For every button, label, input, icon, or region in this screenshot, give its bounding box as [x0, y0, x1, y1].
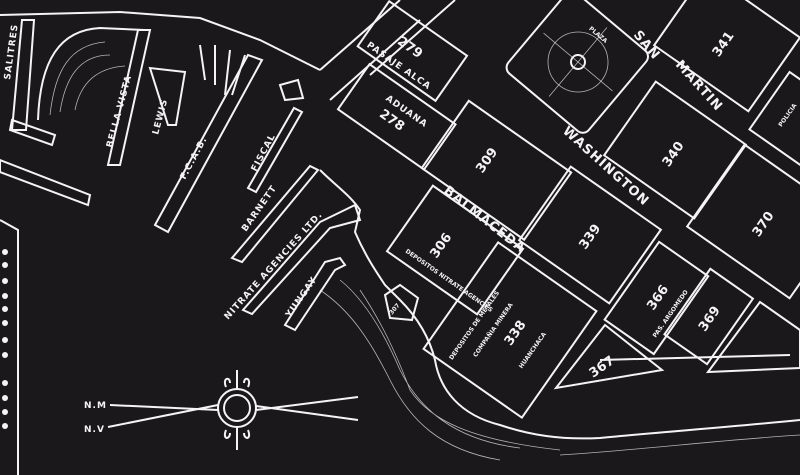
coast-depth-lines: [319, 279, 800, 461]
north-shoreline: [0, 10, 321, 71]
label-nm: N.M: [84, 401, 107, 411]
compass-rose: N.M N.V: [84, 370, 359, 450]
block-southeast: [705, 300, 800, 374]
basin-depth-lines: [49, 41, 126, 116]
survey-line: [599, 354, 791, 361]
left-dock: [0, 219, 19, 475]
label-nv: N.V: [84, 425, 105, 435]
plaza: PLAZA: [505, 0, 649, 134]
coastline: [319, 169, 800, 440]
salitres-basin: [37, 26, 146, 121]
